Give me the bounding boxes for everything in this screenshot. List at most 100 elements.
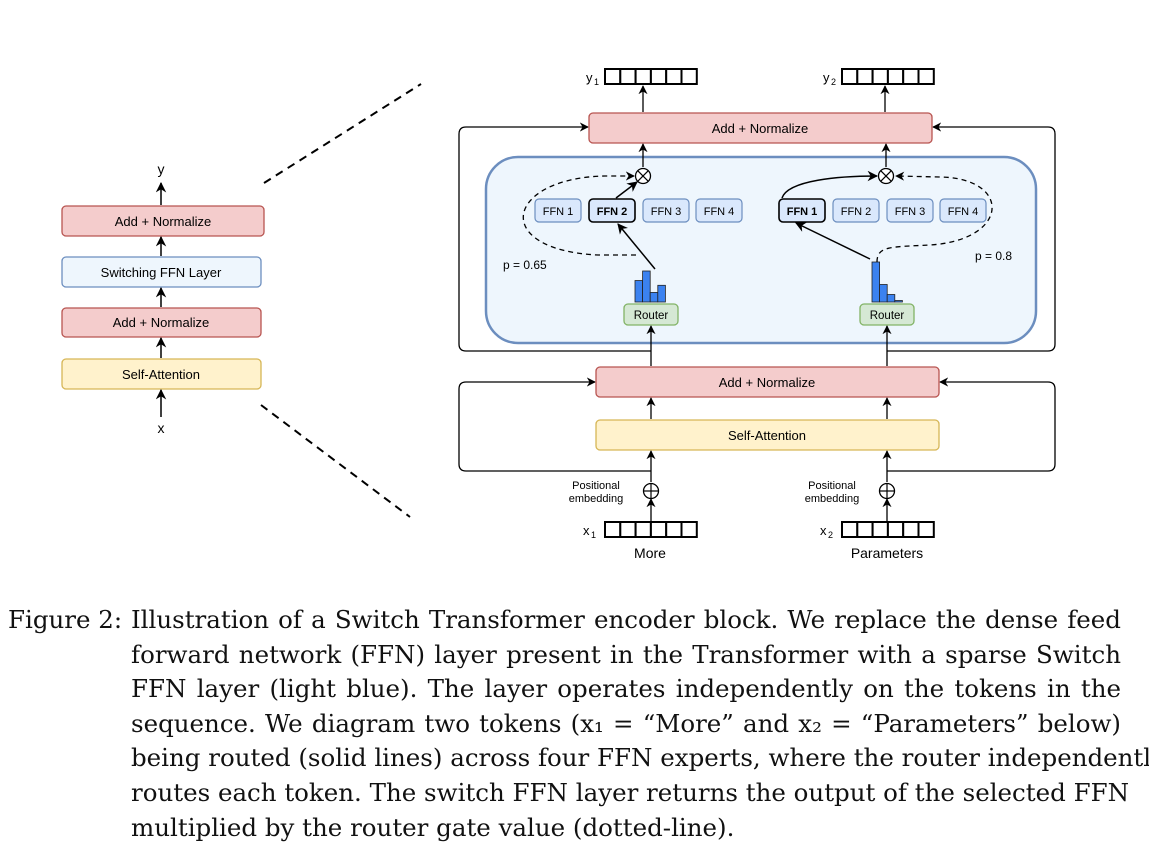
output-vector-cell: [649, 68, 668, 85]
output-subscript: 1: [594, 77, 599, 87]
right-add-normalize-top-label: Add + Normalize: [712, 121, 808, 136]
input-vector-cell: [604, 521, 622, 538]
gate-probability-label: p = 0.8: [975, 249, 1012, 263]
router-distribution-bar: [649, 292, 659, 303]
routing-line: [617, 223, 656, 270]
output-vector-cell: [619, 68, 637, 85]
caption-line: forward network (FFN) layer present in t…: [131, 639, 1121, 669]
left-output-label: y: [158, 161, 165, 177]
residual-top-left: [458, 122, 651, 352]
ffn-expert-label: FFN 1: [787, 206, 818, 218]
input-vector-cell: [841, 521, 859, 538]
ffn-expert-label: FFN 4: [704, 206, 735, 218]
left-self-attention-label: Self-Attention: [122, 367, 200, 382]
ffn-expert-label: FFN 2: [597, 206, 628, 218]
router-distribution-bar: [871, 261, 880, 303]
residual-top-right: [887, 122, 1056, 352]
router-box: [859, 303, 915, 326]
ffn-expert-box: [534, 198, 582, 223]
ffn-expert-box: [939, 198, 987, 223]
routing-line: [615, 181, 638, 199]
right-add-normalize-bottom: [595, 366, 940, 398]
router-label: Router: [634, 310, 669, 322]
input-vector-cell: [917, 521, 935, 538]
output-vector-cell: [856, 68, 874, 85]
right-panel: Add + Normalize Add + Normalize Self-Att…: [458, 68, 1056, 561]
input-vector-cell: [649, 521, 668, 538]
input-vector-cell: [619, 521, 637, 538]
input-vector-cell: [856, 521, 874, 538]
right-add-normalize-bottom-label: Add + Normalize: [719, 375, 815, 390]
multiply-icon-stroke: [637, 170, 649, 182]
input-vector-cell: [902, 521, 920, 538]
right-add-normalize-top: [588, 112, 933, 144]
left-add-normalize-bottom-label: Add + Normalize: [113, 315, 209, 330]
token-word: More: [634, 545, 666, 561]
input-vector-cell: [634, 521, 652, 538]
left-panel: y Add + Normalize Switching FFN Layer Ad…: [61, 161, 265, 436]
input-label: x: [583, 523, 590, 538]
token-word: Parameters: [851, 545, 923, 561]
output-vector-cell: [665, 68, 683, 85]
switch-transformer-diagram: y Add + Normalize Switching FFN Layer Ad…: [61, 68, 1056, 561]
router-box: [623, 303, 679, 326]
gate-value-dotted-line: [522, 171, 636, 256]
ffn-expert-box: [778, 198, 826, 223]
input-label: x: [820, 523, 827, 538]
routing-line: [795, 222, 871, 260]
routing-line: [781, 170, 879, 199]
router-distribution-bar: [634, 280, 643, 303]
ffn-expert-box: [588, 198, 636, 223]
ffn-expert-box: [642, 198, 690, 223]
output-vector-cell: [680, 68, 698, 85]
output-label: y: [823, 70, 830, 85]
right-self-attention-label: Self-Attention: [728, 428, 806, 443]
residual-bottom-right: [887, 377, 1056, 472]
right-self-attention: [595, 419, 940, 451]
caption-line: multiplied by the router gate value (dot…: [131, 812, 735, 842]
caption-line: FFN layer (light blue). The layer operat…: [131, 674, 1121, 704]
output-vector-cell: [871, 68, 889, 85]
positional-embedding-label: Positional: [572, 480, 620, 492]
ffn-expert-box: [832, 198, 880, 223]
ffn-expert-box: [695, 198, 743, 223]
output-vector-cell: [917, 68, 935, 85]
left-add-normalize-top-label: Add + Normalize: [115, 214, 211, 229]
left-switching-ffn-label: Switching FFN Layer: [101, 265, 222, 280]
router-distribution-bar: [894, 300, 903, 303]
input-subscript: 1: [591, 530, 596, 540]
output-vector-cell: [886, 68, 905, 85]
ffn-expert-label: FFN 3: [895, 206, 926, 218]
positional-embedding-label: Positional: [808, 480, 856, 492]
residual-bottom-left: [458, 377, 651, 472]
multiply-icon-stroke: [880, 170, 892, 182]
ffn-expert-box: [886, 198, 934, 223]
left-input-label: x: [158, 420, 165, 436]
router-distribution-bar: [886, 294, 896, 303]
caption-line: being routed (solid lines) across four F…: [131, 743, 1149, 773]
gate-probability-label: p = 0.65: [503, 258, 547, 272]
output-label: y: [586, 70, 593, 85]
input-vector-cell: [665, 521, 683, 538]
router-label: Router: [870, 310, 905, 322]
zoom-guide-bottom: [260, 404, 411, 518]
switch-ffn-layer-container: [484, 155, 1038, 345]
zoom-guide-top: [263, 83, 422, 184]
router-distribution-bar: [642, 270, 651, 303]
output-subscript: 2: [831, 77, 836, 87]
input-vector-cell: [680, 521, 698, 538]
output-vector-cell: [841, 68, 859, 85]
output-vector-cell: [604, 68, 622, 85]
caption-line: routes each token. The switch FFN layer …: [131, 777, 1130, 807]
router-distribution-bar: [657, 284, 666, 303]
caption-body: Illustration of a Switch Transformer enc…: [131, 603, 1149, 845]
output-vector-cell: [902, 68, 920, 85]
caption-line: sequence. We diagram two tokens (x₁ = “M…: [131, 708, 1121, 738]
output-vector-cell: [634, 68, 652, 85]
input-subscript: 2: [828, 530, 833, 540]
input-vector-cell: [886, 521, 905, 538]
input-vector-cell: [871, 521, 889, 538]
caption-label: Figure 2:: [8, 605, 123, 634]
